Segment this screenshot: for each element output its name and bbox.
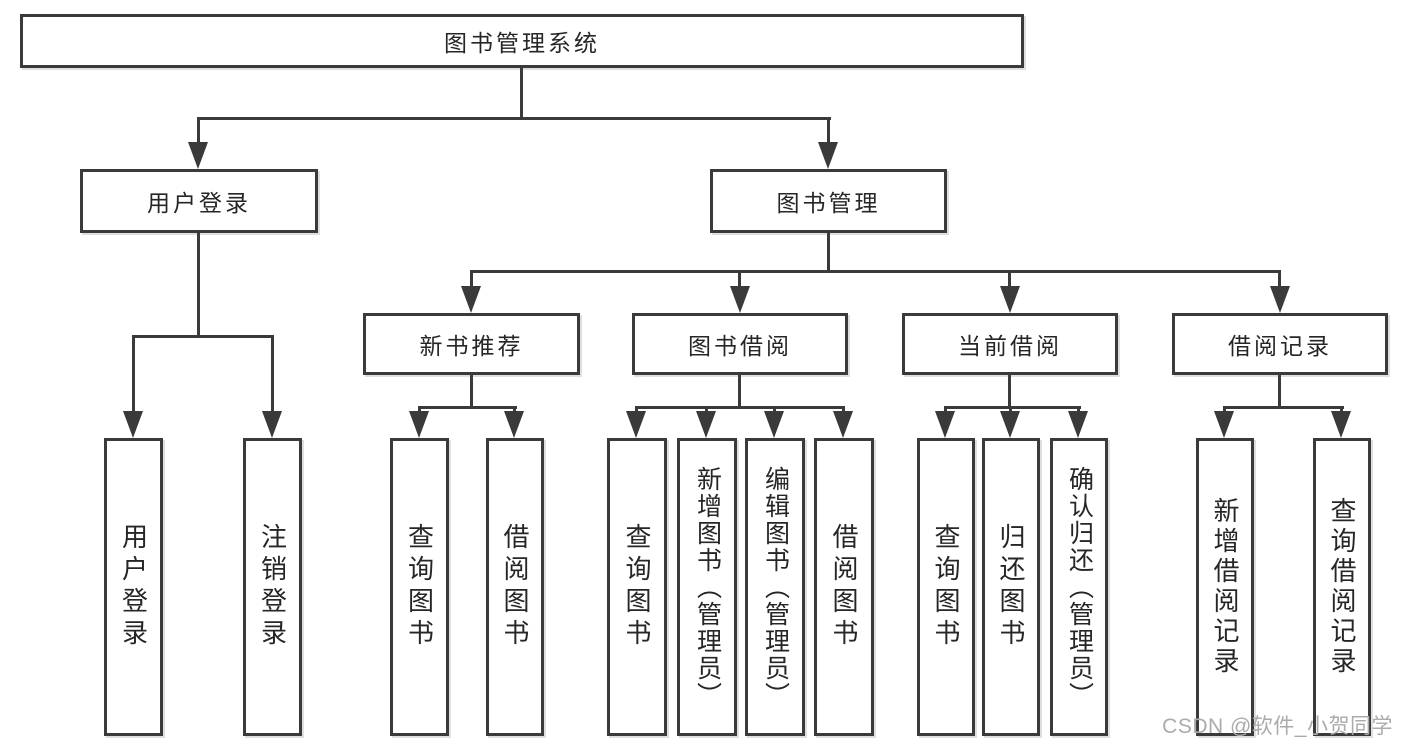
arrow-down-icon (1214, 411, 1234, 438)
node-label: 图书管理系统 (444, 30, 600, 56)
node-leaf-recommend-query-books: 查询图书 (390, 438, 449, 736)
edge-level1-hline (197, 117, 831, 120)
node-new-book-recommend: 新书推荐 (363, 313, 580, 375)
node-leaf-records-query-record: 查询借阅记录 (1313, 438, 1371, 736)
node-label: 注销登录 (257, 523, 288, 651)
node-root: 图书管理系统 (20, 14, 1024, 68)
node-label: 编辑图书（管理员） (761, 465, 790, 709)
edge-group2-trunk (470, 373, 473, 409)
node-label: 借阅图书 (829, 523, 859, 651)
edge-group1-hline (132, 335, 274, 338)
node-leaf-current-confirm-return: 确认归还（管理员） (1050, 438, 1108, 736)
arrow-down-icon (1000, 411, 1020, 438)
node-label: 图书管理 (776, 190, 881, 216)
arrow-down-icon (730, 286, 750, 313)
arrow-down-icon (262, 411, 282, 438)
edge-level1-shaft-left (197, 117, 200, 147)
node-label: 借阅图书 (500, 523, 530, 651)
node-leaf-recommend-borrow-books: 借阅图书 (486, 438, 544, 736)
edge-level2-shaft-2 (738, 270, 741, 292)
arrow-down-icon (818, 142, 838, 169)
node-label: 查询借阅记录 (1327, 497, 1357, 677)
edge-group3-hline (635, 406, 845, 409)
node-label: 归还图书 (996, 523, 1026, 651)
arrow-down-icon (1270, 286, 1290, 313)
arrow-down-icon (409, 411, 429, 438)
edge-root-trunk (520, 66, 523, 119)
arrow-down-icon (461, 286, 481, 313)
edge-userlogin-trunk (197, 230, 200, 338)
node-label: 新增图书（管理员） (693, 465, 722, 709)
node-label: 确认归还（管理员） (1065, 465, 1094, 709)
node-leaf-borrowing-add-books: 新增图书（管理员） (677, 438, 737, 736)
node-leaf-current-return-books: 归还图书 (982, 438, 1040, 736)
edge-group4-hline (944, 406, 1081, 409)
edge-group5-trunk (1278, 373, 1281, 409)
node-leaf-records-add-record: 新增借阅记录 (1196, 438, 1254, 736)
node-leaf-borrowing-borrow-books: 借阅图书 (814, 438, 874, 736)
arrow-down-icon (1331, 411, 1351, 438)
node-current-borrowing: 当前借阅 (902, 313, 1118, 375)
node-label: 用户登录 (118, 523, 149, 651)
edge-group1-shaft-left (132, 335, 135, 417)
arrow-down-icon (935, 411, 955, 438)
edge-group3-trunk (738, 373, 741, 409)
node-label: 新书推荐 (419, 333, 524, 359)
edge-level2-shaft-3 (1008, 270, 1011, 292)
node-book-management: 图书管理 (710, 169, 947, 233)
edge-group1-shaft-right (271, 335, 274, 417)
node-label: 借阅记录 (1228, 333, 1332, 359)
arrow-down-icon (764, 411, 784, 438)
edge-group4-trunk (1008, 373, 1011, 409)
node-label: 用户登录 (147, 190, 251, 216)
node-book-borrowing: 图书借阅 (632, 313, 848, 375)
edge-group2-hline (418, 406, 517, 409)
node-leaf-login: 用户登录 (104, 438, 163, 736)
node-label: 查询图书 (931, 523, 961, 651)
node-leaf-borrowing-edit-books: 编辑图书（管理员） (745, 438, 805, 736)
node-leaf-borrowing-query-books: 查询图书 (607, 438, 667, 736)
node-borrowing-records: 借阅记录 (1172, 313, 1388, 375)
node-label: 当前借阅 (958, 333, 1062, 359)
node-leaf-logout: 注销登录 (243, 438, 302, 736)
edge-level2-hline (470, 270, 1281, 273)
arrow-down-icon (626, 411, 646, 438)
node-label: 查询图书 (622, 523, 652, 651)
arrow-down-icon (833, 411, 853, 438)
arrow-down-icon (1000, 286, 1020, 313)
arrow-down-icon (504, 411, 524, 438)
edge-bookmgmt-trunk (827, 230, 830, 273)
edge-level1-shaft-right (827, 117, 830, 147)
watermark: CSDN @软件_小贺同学 (1162, 715, 1393, 738)
edge-level2-shaft-4 (1278, 270, 1281, 292)
arrow-down-icon (123, 411, 143, 438)
node-label: 新增借阅记录 (1210, 497, 1240, 677)
node-label: 查询图书 (404, 523, 435, 651)
arrow-down-icon (188, 142, 208, 169)
node-user-login: 用户登录 (80, 169, 318, 233)
edge-group5-hline (1223, 406, 1344, 409)
arrow-down-icon (1068, 411, 1088, 438)
arrow-down-icon (696, 411, 716, 438)
edge-level2-shaft-1 (470, 270, 473, 292)
node-label: 图书借阅 (688, 333, 792, 359)
node-leaf-current-query-books: 查询图书 (917, 438, 975, 736)
